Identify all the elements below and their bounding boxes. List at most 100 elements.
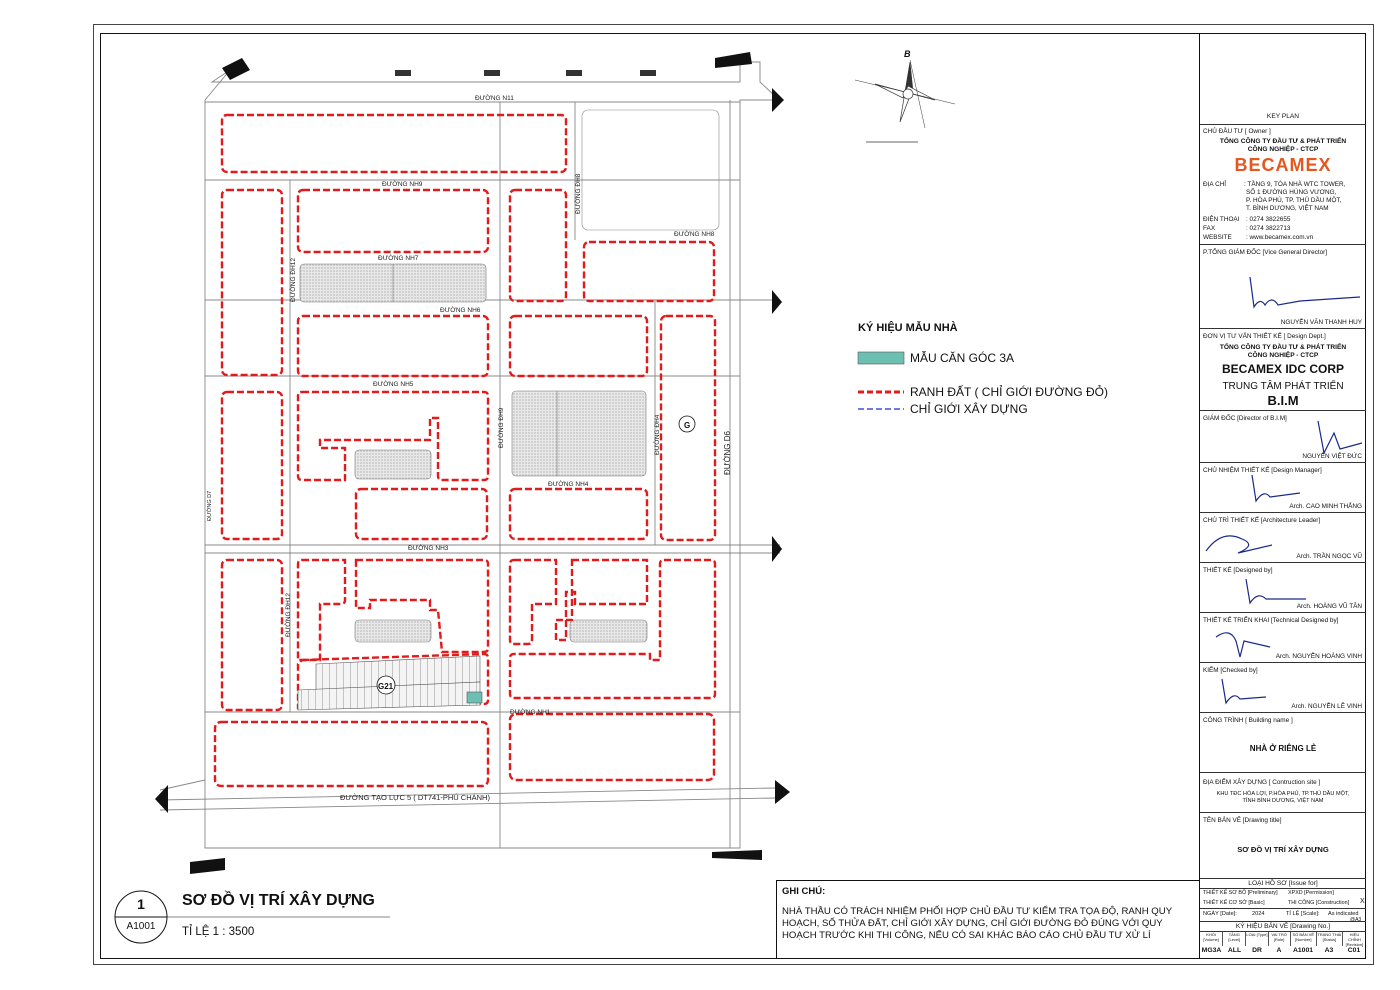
scale-label: TỈ LỆ [Scale]: [1286,911,1320,917]
becamex-logo: BECAMEX [1234,155,1332,175]
drawing-number-symbol [114,890,390,944]
site-line-2: TỈNH BÌNH DƯƠNG, VIỆT NAM [1242,798,1324,804]
north-label: B [904,49,911,59]
road-label-d7: ĐƯỜNG D7 [206,491,213,521]
fax-value: : 0274 3822713 [1246,225,1291,232]
phone-label: ĐIỆN THOẠI [1203,216,1240,223]
checked-name: Arch. NGUYỄN LÊ VINH [1291,703,1362,710]
date-label: NGÀY [Date]: [1203,911,1237,917]
key-plan-label: KEY PLAN [1266,113,1300,120]
leader-label: CHỦ TRÌ THIẾT KẾ [Architecture Leader] [1203,517,1321,524]
checked-label: KIỂM [Checked by] [1203,667,1258,674]
road-labels: ĐƯỜNG N11 ĐƯỜNG NH9 ĐƯỜNG ĐH8 ĐƯỜNG NH8 … [206,93,732,802]
issue-checkmark: X [1360,898,1365,905]
code-val-status: A3 [1324,947,1334,954]
leader-cell: CHỦ TRÌ THIẾT KẾ [Architecture Leader] A… [1200,513,1366,563]
drawing-frame [100,33,1366,959]
vgd-name: NGUYỄN VĂN THANH HUY [1280,319,1362,326]
road-network [159,61,780,849]
road-label-dh8: ĐƯỜNG ĐH8 [573,173,582,214]
red-boundary-lines [213,113,717,788]
issue-permission: XPXD [Permission] [1288,890,1334,896]
director-cell: GIÁM ĐỐC [Director of B.I.M] NGUYỄN VIỆT… [1200,411,1366,463]
legend-item-red-boundary: RANH ĐẤT ( CHỈ GIỚI ĐƯỜNG ĐỎ) [910,385,1108,399]
manager-cell: CHỦ NHIỆM THIẾT KẾ [Design Manager] Arch… [1200,463,1366,513]
code-head-role: VAI TRÒ [Role] [1269,932,1291,946]
road-label-nh8: ĐƯỜNG NH8 [674,229,715,238]
director-signature [1317,420,1363,455]
tech-name: Arch. NGUYỄN HOÀNG VINH [1275,653,1362,660]
code-val-type: DR [1252,947,1262,954]
north-arrow [854,59,956,143]
idc-name: BECAMEX IDC CORP [1221,362,1344,376]
road-label-dh4: ĐƯỜNG ĐH4 [652,414,661,455]
road-label-nh5: ĐƯỜNG NH5 [373,379,414,388]
designed-label: THIẾT KẾ [Designed by] [1203,567,1273,574]
issue-basic: THIẾT KẾ CƠ SỞ [Basic] [1203,900,1265,906]
building-label: CÔNG TRÌNH [ Building name ] [1203,717,1293,724]
website-value: : www.becamex.com.vn [1246,234,1314,241]
code-table: KHỐI [Volume] TẦNG [Level] LOẠI [Type] V… [1200,932,1366,959]
code-val-volume: MG3A [1201,947,1222,954]
drawing-title-label: TÊN BẢN VẼ [Drawing title] [1203,817,1282,824]
code-head-type: LOẠI [Type] [1246,932,1269,946]
vgd-cell: P.TỔNG GIÁM ĐỐC [Vice General Director] … [1200,245,1366,329]
scale-paper: @A3 [1350,917,1362,923]
drawing-title: SƠ ĐỒ VỊ TRÍ XÂY DỰNG [182,892,375,909]
road-end-markers [155,52,790,874]
checked-cell: KIỂM [Checked by] Arch. NGUYỄN LÊ VINH [1200,663,1366,713]
phone-value: : 0274 3822655 [1246,216,1291,223]
building-cell: CÔNG TRÌNH [ Building name ] NHÀ Ở RIÊNG… [1200,713,1366,773]
code-val-number: A1001 [1292,947,1314,954]
checked-signature [1221,678,1267,705]
site-label: ĐỊA ĐIỂM XÂY DỰNG [ Contruction site ] [1203,779,1321,786]
vgd-label: P.TỔNG GIÁM ĐỐC [Vice General Director] [1203,249,1328,256]
house-lots-g21 [297,655,483,711]
title-block-drawing-title: SƠ ĐỒ VỊ TRÍ XÂY DỰNG [1237,845,1329,854]
road-label-n11: ĐƯỜNG N11 [475,93,514,102]
notes-title: GHI CHÚ: [782,886,826,897]
code-head-revision: HIỆU CHỈNH [Revision] [1345,932,1364,947]
bim-name: B.I.M [1267,393,1299,408]
tech-label: THIẾT KẾ TRIỂN KHAI [Technical Designed … [1203,617,1339,624]
road-label-tao-luc: ĐƯỜNG TẠO LỰC 5 ( DT741-PHÚ CHÁNH) [340,793,490,802]
site-cell: ĐỊA ĐIỂM XÂY DỰNG [ Contruction site ] K… [1200,773,1366,813]
design-dept-name-2: CÔNG NGHIỆP - CTCP [1247,352,1319,359]
code-val-level: ALL [1227,947,1242,954]
drawing-no-cell: KÝ HIỆU BẢN VẼ [Drawing No.] [1200,922,1366,932]
design-dept-label: ĐƠN VỊ TƯ VẤN THIẾT KẾ [ Design Dept.] [1203,333,1326,340]
designed-name: Arch. HOÀNG VŨ TÂN [1296,603,1362,610]
road-label-dh12-bottom: ĐƯỜNG ĐH12 [283,593,292,637]
leader-signature [1205,535,1273,554]
director-label: GIÁM ĐỐC [Director of B.I.M] [1203,415,1287,422]
title-block: KEY PLAN CHỦ ĐẦU TƯ [ Owner ] TỔNG CÔNG … [1199,33,1366,959]
issue-rows: THIẾT KẾ SƠ BỘ [Preliminary] XPXD [Permi… [1200,889,1366,909]
code-head-number: SỐ BẢN VẼ [Number] [1291,932,1317,946]
issue-label: LOẠI HỒ SƠ [Issue for] [1248,880,1318,887]
legend-item-build-line: CHỈ GIỚI XÂY DỰNG [910,402,1028,416]
block-label-g: G [684,421,690,430]
scale-value: As indicated [1328,911,1359,917]
designed-signature [1245,578,1306,605]
designed-cell: THIẾT KẾ [Designed by] Arch. HOÀNG VŨ TÂ… [1200,563,1366,613]
legend-item-corner-house: MẪU CĂN GÓC 3A [910,351,1015,365]
road-label-nh9: ĐƯỜNG NH9 [382,179,423,188]
notes-body: NHÀ THẦU CÓ TRÁCH NHIỆM PHỐI HỢP CHỦ ĐẦU… [782,906,1172,941]
road-label-nh7: ĐƯỜNG NH7 [378,253,419,262]
owner-cell: CHỦ ĐẦU TƯ [ Owner ] TỔNG CÔNG TY ĐẦU TƯ… [1200,125,1366,245]
code-head-level: TẦNG [Level] [1223,932,1247,946]
code-head-status: TRẠNG THÁI [Status] [1317,932,1343,946]
road-label-dh12-top: ĐƯỜNG ĐH12 [288,258,297,302]
leader-name: Arch. TRẦN NGỌC VŨ [1296,553,1362,560]
address-line-2: SỐ 1 ĐƯỜNG HÙNG VƯƠNG, [1246,189,1337,196]
drawing-title-cell: TÊN BẢN VẼ [Drawing title] SƠ ĐỒ VỊ TRÍ … [1200,813,1366,879]
tech-signature [1215,632,1271,658]
issue-cell: LOẠI HỒ SƠ [Issue for] [1200,879,1366,889]
drawing-number: 1 [137,896,145,912]
tech-cell: THIẾT KẾ TRIỂN KHAI [Technical Designed … [1200,613,1366,663]
key-plan-cell: KEY PLAN [1200,33,1366,125]
building-name: NHÀ Ở RIÊNG LẺ [1249,744,1317,753]
address-label: ĐỊA CHỈ [1203,181,1227,188]
drawing-no-label: KÝ HIỆU BẢN VẼ [Drawing No.] [1235,923,1331,930]
